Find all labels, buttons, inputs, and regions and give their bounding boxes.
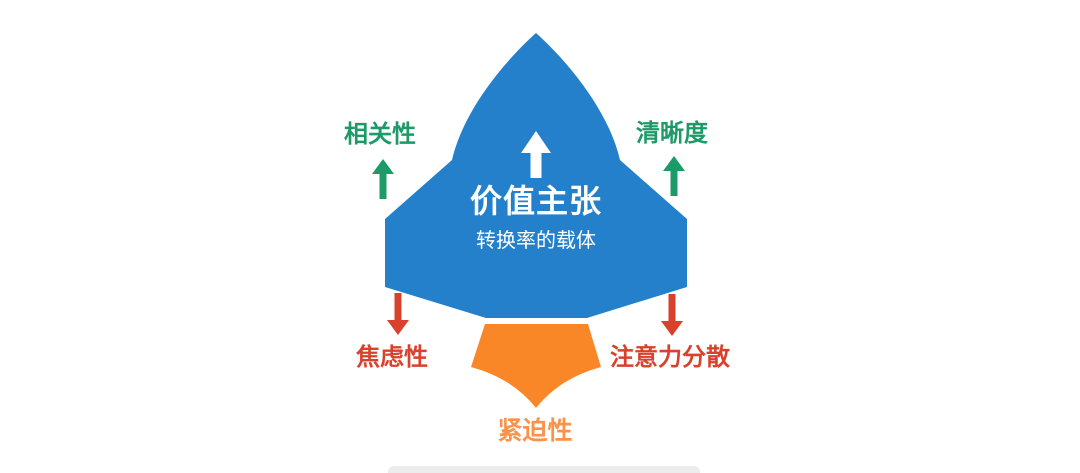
- rocket-subtitle: 转换率的载体: [476, 230, 596, 252]
- factor-label-anxiety: 焦虑性: [356, 344, 428, 371]
- up-arrow-glyph: [372, 159, 394, 199]
- next-card-top-edge: [388, 466, 700, 473]
- down-arrow-icon: [661, 294, 683, 336]
- up-arrow-icon: [663, 156, 685, 196]
- booster-label-urgency: 紧迫性: [497, 417, 573, 445]
- up-arrow-glyph: [663, 156, 685, 196]
- rocket-title: 价值主张: [469, 183, 602, 219]
- factor-label-relevance: 相关性: [344, 121, 416, 148]
- down-arrow-glyph: [387, 293, 409, 335]
- factor-label-clarity: 清晰度: [636, 120, 708, 147]
- up-arrow-icon: [372, 159, 394, 199]
- rocket-flame-shape: [471, 324, 601, 408]
- down-arrow-icon: [387, 293, 409, 335]
- down-arrow-glyph: [661, 294, 683, 336]
- up-arrow-icon: [521, 131, 551, 178]
- factor-label-distraction: 注意力分散: [610, 344, 730, 371]
- up-arrow-glyph: [521, 131, 551, 178]
